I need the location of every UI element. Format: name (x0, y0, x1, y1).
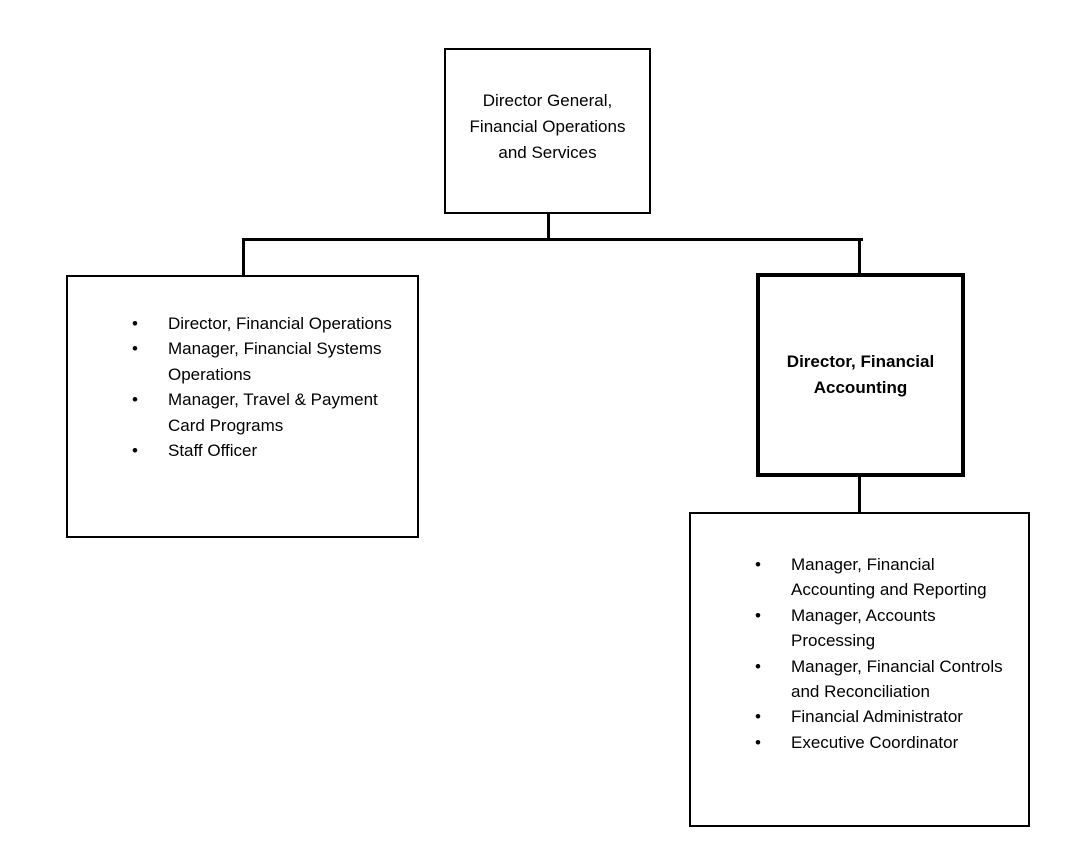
bullet-icon: • (132, 441, 138, 461)
bullet-icon: • (755, 732, 761, 752)
node-director-general[interactable]: Director General, Financial Operations a… (444, 48, 651, 214)
list-item[interactable]: • Manager, Financial Accounting and Repo… (755, 552, 1012, 603)
list-item-label: Director, Financial Operations (168, 314, 392, 333)
list-item[interactable]: • Staff Officer (132, 438, 407, 463)
financial-accounting-item-list: • Manager, Financial Accounting and Repo… (755, 552, 1012, 755)
list-item-label: Manager, Financial Systems Operations (168, 339, 382, 384)
node-director-financial-accounting[interactable]: Director, Financial Accounting (756, 273, 965, 477)
list-item-label: Staff Officer (168, 441, 258, 461)
node-financial-operations-group[interactable]: • Director, Financial Operations • Manag… (66, 275, 419, 538)
financial-operations-item-list: • Director, Financial Operations • Manag… (132, 311, 407, 463)
bullet-icon: • (755, 707, 761, 727)
bullet-icon: • (755, 555, 761, 574)
node-director-financial-accounting-label: Director, Financial Accounting (786, 352, 935, 397)
list-item[interactable]: • Financial Administrator (755, 704, 1012, 729)
list-item[interactable]: • Manager, Financial Systems Operations (132, 336, 407, 387)
list-item-label: Financial Administrator (791, 707, 963, 727)
node-director-general-label: Director General, Financial Operations a… (469, 91, 626, 162)
list-item-label: Manager, Accounts Processing (791, 605, 936, 651)
bullet-icon: • (132, 390, 138, 410)
connector-drop-right (858, 238, 861, 275)
connector-root-stem (547, 213, 550, 240)
list-item[interactable]: • Manager, Financial Controls and Reconc… (755, 654, 1012, 705)
node-financial-accounting-group[interactable]: • Manager, Financial Accounting and Repo… (689, 512, 1030, 827)
connector-drop-left (242, 238, 245, 276)
bullet-icon: • (755, 656, 761, 676)
bullet-icon: • (132, 314, 138, 333)
list-item[interactable]: • Manager, Travel & Payment Card Program… (132, 387, 407, 438)
list-item-label: Manager, Financial Accounting and Report… (791, 555, 987, 600)
list-item-label: Manager, Travel & Payment Card Programs (168, 390, 378, 435)
connector-director-to-team (858, 474, 861, 514)
list-item-label: Executive Coordinator (791, 732, 959, 752)
bullet-icon: • (755, 605, 761, 625)
list-item-label: Manager, Financial Controls and Reconcil… (791, 656, 1003, 702)
connector-horizontal-bus (242, 238, 863, 241)
list-item[interactable]: • Director, Financial Operations (132, 311, 407, 336)
list-item[interactable]: • Executive Coordinator (755, 730, 1012, 755)
list-item[interactable]: • Manager, Accounts Processing (755, 603, 1012, 654)
bullet-icon: • (132, 339, 138, 359)
